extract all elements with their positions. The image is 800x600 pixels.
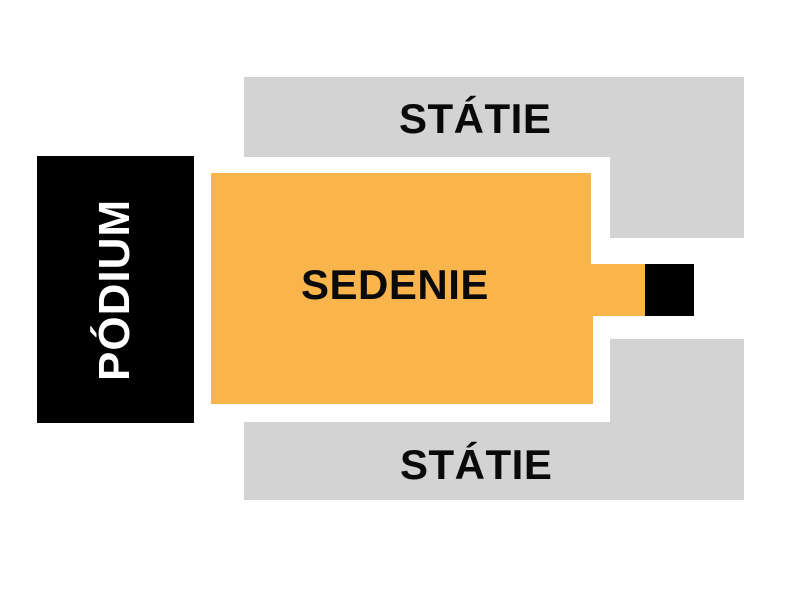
standing-label-top: STÁTIE	[399, 95, 552, 142]
seating-area[interactable]	[211, 173, 645, 404]
podium-label: PÓDIUM	[90, 199, 139, 381]
seating-label: SEDENIE	[301, 261, 489, 308]
standing-area-top[interactable]	[244, 77, 744, 238]
mixing-desk	[645, 264, 694, 316]
podium-stage[interactable]	[37, 156, 194, 423]
standing-label-bottom: STÁTIE	[400, 441, 553, 488]
standing-area-bottom[interactable]	[244, 339, 744, 500]
